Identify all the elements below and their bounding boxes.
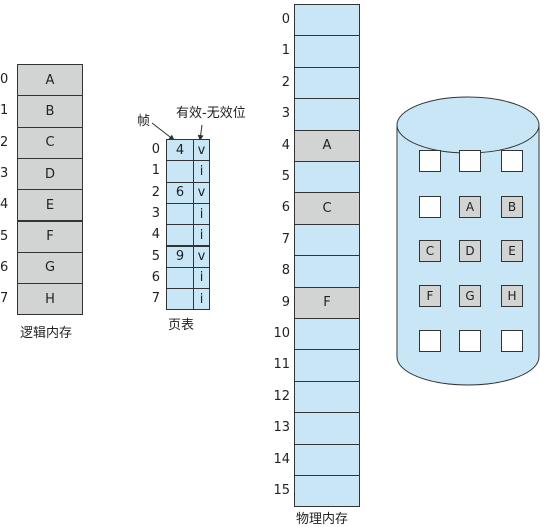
- physical-frame: [294, 443, 360, 476]
- frame-number: [166, 202, 194, 226]
- backing-store-slot: B: [501, 196, 523, 218]
- backing-store-slot: D: [459, 240, 481, 262]
- valid-invalid-label: 有效-无效位: [176, 106, 246, 121]
- backing-store-slot: [459, 150, 481, 172]
- physical-frame-index: 11: [273, 357, 290, 373]
- physical-frame: A: [294, 129, 360, 162]
- frame-number: [166, 160, 194, 183]
- physical-frame: [294, 4, 360, 37]
- valid-bit: v: [193, 245, 210, 268]
- physical-frame: [294, 349, 360, 382]
- page-table-caption: 页表: [168, 318, 195, 333]
- physical-frame: [294, 380, 360, 414]
- logical-page: B: [17, 95, 83, 128]
- physical-frame-index: 2: [281, 74, 290, 90]
- frame-number: 9: [166, 245, 194, 268]
- logical-index: 6: [0, 259, 9, 275]
- logical-index: 5: [0, 228, 9, 244]
- valid-bit: v: [193, 139, 210, 162]
- physical-frame: [294, 161, 360, 194]
- physical-frame-index: 7: [281, 231, 290, 247]
- frame-label: 帧: [137, 114, 151, 129]
- backing-store-slot: C: [419, 240, 441, 262]
- physical-frame-index: 12: [273, 388, 290, 404]
- valid-bit: i: [193, 160, 210, 183]
- logical-index: 0: [0, 72, 9, 87]
- frame-number: 4: [166, 139, 194, 162]
- physical-frame: [294, 35, 360, 68]
- physical-memory-caption: 物理内存: [296, 512, 349, 527]
- page-table-index: 3: [151, 205, 160, 221]
- physical-frame-index: 6: [281, 200, 290, 216]
- page-table-index: 4: [151, 227, 160, 243]
- logical-page: E: [17, 189, 83, 222]
- logical-index: 7: [0, 291, 9, 307]
- frame-number: [166, 266, 194, 290]
- backing-store-slot: [501, 330, 523, 352]
- backing-store-slot: G: [459, 285, 481, 307]
- physical-frame: [294, 255, 360, 288]
- physical-frame: C: [294, 192, 360, 225]
- logical-index: 1: [0, 103, 9, 119]
- physical-frame-index: 1: [281, 43, 290, 59]
- logical-page: A: [17, 64, 83, 97]
- page-table-index: 1: [151, 163, 160, 179]
- physical-frame: [294, 223, 360, 257]
- frame-number: [166, 288, 194, 311]
- logical-index: 2: [0, 134, 9, 150]
- logical-index: 4: [0, 197, 9, 213]
- physical-frame: [294, 475, 360, 508]
- logical-page: C: [17, 126, 83, 159]
- backing-store-slot: F: [419, 285, 441, 307]
- backing-store-slot: [419, 150, 441, 172]
- physical-frame-index: 13: [273, 420, 290, 436]
- logical-memory-caption: 逻辑内存: [20, 326, 73, 341]
- physical-frame-index: 15: [273, 483, 290, 498]
- logical-page: F: [17, 220, 83, 253]
- valid-bit: v: [193, 181, 210, 204]
- physical-frame: F: [294, 286, 360, 319]
- physical-frame-index: 3: [281, 106, 290, 122]
- page-table-index: 2: [151, 184, 160, 200]
- logical-page: H: [17, 283, 83, 316]
- physical-frame-index: 10: [273, 326, 290, 341]
- backing-store-slot: [501, 150, 523, 172]
- backing-store-slot: H: [501, 285, 523, 307]
- backing-store-slot: A: [459, 196, 481, 218]
- valid-bit: i: [193, 266, 210, 290]
- backing-store-slot: [459, 330, 481, 352]
- pointer-arrows: [151, 122, 204, 141]
- logical-index: 3: [0, 165, 9, 181]
- physical-frame: [294, 98, 360, 131]
- frame-number: [166, 224, 194, 247]
- page-table-index: 5: [151, 248, 160, 264]
- physical-frame-index: 8: [281, 263, 290, 279]
- frame-number: 6: [166, 181, 194, 204]
- physical-frame-index: 9: [281, 294, 290, 310]
- physical-frame-index: 5: [281, 169, 290, 184]
- valid-bit: i: [193, 202, 210, 226]
- page-table-index: 0: [151, 142, 160, 157]
- physical-frame: [294, 318, 360, 351]
- valid-bit: i: [193, 288, 210, 311]
- physical-frame-index: 0: [281, 12, 290, 27]
- physical-frame-index: 4: [281, 137, 290, 153]
- physical-frame-index: 14: [273, 451, 290, 467]
- physical-frame: [294, 66, 360, 100]
- page-table-index: 7: [151, 291, 160, 307]
- logical-page: D: [17, 157, 83, 191]
- backing-store-slot: E: [501, 240, 523, 262]
- valid-bit: i: [193, 224, 210, 247]
- logical-page: G: [17, 251, 83, 285]
- physical-frame: [294, 412, 360, 445]
- backing-store-slot: [419, 196, 441, 218]
- page-table-index: 6: [151, 269, 160, 285]
- backing-store-slot: [419, 330, 441, 352]
